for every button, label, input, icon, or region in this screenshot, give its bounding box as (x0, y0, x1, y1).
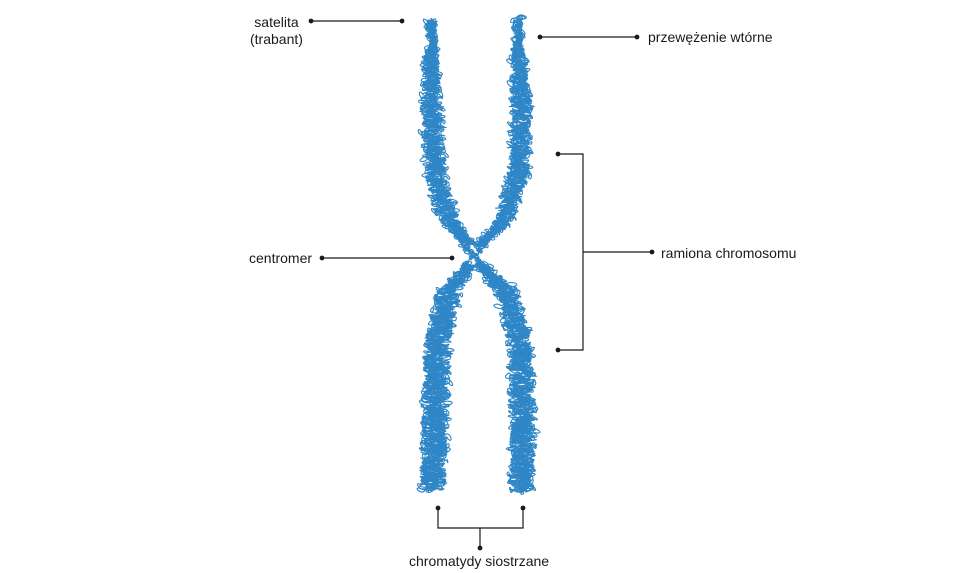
label-satellite-line2: (trabant) (250, 31, 303, 47)
centromere-strand-a (453, 230, 491, 275)
label-sister-chromatids: chromatydy siostrzane (409, 553, 550, 569)
bracket-sisters-left-dot (435, 505, 441, 511)
label-satellite-line1: satelita (254, 14, 299, 30)
centromere-strand-b (459, 229, 498, 274)
chromatid-lower-right-strand (471, 262, 539, 494)
bracket-sister-chromatids (437, 508, 524, 548)
bracket-sisters-label-dot (477, 545, 483, 551)
chromatid-lower-left-strand (416, 264, 475, 493)
bracket-arms-bottom-dot (555, 347, 561, 353)
label-chromosome-arms: ramiona chromosomu (661, 245, 797, 261)
leader-centromere-dot (319, 255, 325, 261)
label-centromere: centromer (249, 250, 313, 266)
label-satellite: satelita (trabant) (250, 14, 303, 48)
chromatid-upper-left-strand (418, 18, 478, 247)
leader-satellite-end (399, 18, 405, 24)
bracket-sisters-right-dot (520, 505, 526, 511)
leader-secondary-end (537, 34, 543, 40)
chromatid-upper-right-strand (475, 14, 533, 250)
chromosome-chromatin (416, 14, 541, 495)
bracket-arms-top-dot (555, 151, 561, 157)
bracket-chromosome-arms (558, 153, 652, 351)
label-secondary-constriction: przewężenie wtórne (648, 29, 773, 45)
bracket-arms-label-dot (649, 249, 655, 255)
leader-satellite-dot (308, 18, 314, 24)
leader-centromere-end (449, 255, 455, 261)
leader-secondary-dot (634, 34, 640, 40)
leader-lines (308, 18, 655, 551)
